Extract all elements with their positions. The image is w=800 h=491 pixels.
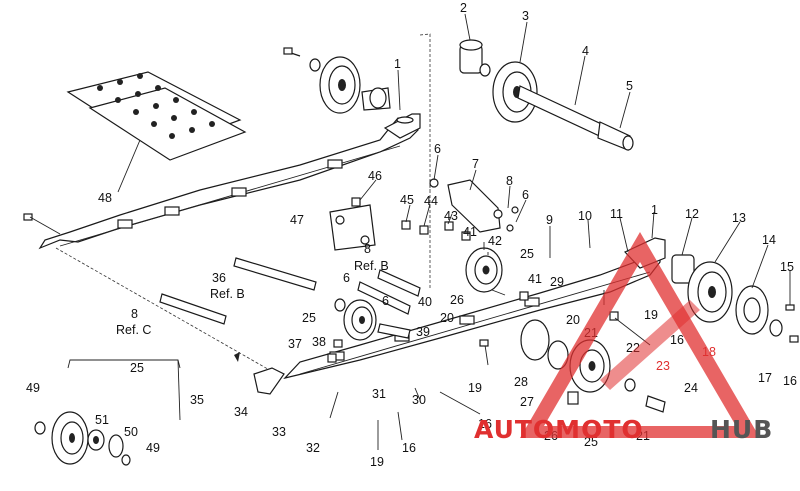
callout-8b: 8 <box>364 242 371 256</box>
rear-idler-wheel-left <box>283 47 391 114</box>
callout-9: 9 <box>546 213 553 227</box>
callout-11: 11 <box>610 207 623 221</box>
callout-41a: 41 <box>463 225 477 239</box>
left-slide-rail <box>38 113 421 250</box>
callout-25d: 25 <box>130 361 144 375</box>
callout-19a: 19 <box>644 308 658 322</box>
callout-50: 50 <box>124 425 138 439</box>
callout-43: 43 <box>444 209 458 223</box>
callout-38: 38 <box>312 335 326 349</box>
rear-axle-assembly <box>419 33 634 190</box>
callout-7: 7 <box>472 157 479 171</box>
callout-45: 45 <box>400 193 414 207</box>
callout-49a: 49 <box>26 381 40 395</box>
callout-1b: 1 <box>651 203 658 217</box>
callout-42: 42 <box>488 234 502 248</box>
callout-5: 5 <box>626 79 633 93</box>
callout-20a: 20 <box>440 311 454 325</box>
callout-44: 44 <box>424 194 438 208</box>
callout-24: 24 <box>684 381 698 395</box>
callout-49b: 49 <box>146 441 160 455</box>
ref-b-label-center: Ref. B <box>354 259 389 273</box>
callout-6a: 6 <box>434 142 441 156</box>
callout-25a: 25 <box>520 247 534 261</box>
callout-16a: 16 <box>670 333 684 347</box>
callout-13: 13 <box>732 211 746 225</box>
suspension-pivot-arms <box>329 178 519 251</box>
mid-idler-wheel <box>465 247 529 301</box>
callout-19c: 19 <box>370 455 384 469</box>
callout-labels: 1 1 2 3 4 5 6 6 6 6 7 8 8 8 9 10 11 12 1… <box>26 1 797 469</box>
callout-48: 48 <box>98 191 112 205</box>
wheel-kit-25-exploded <box>34 359 181 466</box>
callout-27: 27 <box>520 395 534 409</box>
callout-6b: 6 <box>522 188 529 202</box>
callout-47: 47 <box>290 213 304 227</box>
ref-c-label: Ref. C <box>116 323 151 337</box>
hyfax-wear-strip-48 <box>66 71 247 193</box>
callout-25c: 25 <box>584 435 598 449</box>
watermark-triangle-icon <box>520 232 760 438</box>
lower-idler-wheel-left <box>334 298 411 341</box>
callout-3: 3 <box>522 9 529 23</box>
callout-10: 10 <box>578 209 592 223</box>
callout-17: 17 <box>758 371 772 385</box>
callout-12: 12 <box>685 207 699 221</box>
front-idler-wheels <box>671 254 799 343</box>
callout-16b: 16 <box>783 374 797 388</box>
callout-29: 29 <box>550 275 564 289</box>
callout-2: 2 <box>460 1 467 15</box>
callout-36: 36 <box>212 271 226 285</box>
callout-1a: 1 <box>394 57 401 71</box>
leader-lines <box>359 13 791 305</box>
watermark-text-automoto: AUTOMOTO <box>474 415 644 444</box>
callout-31: 31 <box>372 387 386 401</box>
callout-19b: 19 <box>468 381 482 395</box>
callout-16d: 16 <box>402 441 416 455</box>
callout-8c: 8 <box>131 307 138 321</box>
callout-37: 37 <box>288 337 302 351</box>
callout-35: 35 <box>190 393 204 407</box>
cross-shafts <box>55 180 431 377</box>
callout-6d: 6 <box>382 294 389 308</box>
callout-40: 40 <box>418 295 432 309</box>
callout-33: 33 <box>272 425 286 439</box>
callout-30: 30 <box>412 393 426 407</box>
callout-26a: 26 <box>450 293 464 307</box>
watermark-logo: AUTOMOTO HUB <box>474 232 773 444</box>
callout-34: 34 <box>234 405 248 419</box>
callout-20b: 20 <box>566 313 580 327</box>
callout-25b: 25 <box>302 311 316 325</box>
callout-6c: 6 <box>343 271 350 285</box>
watermark-text-hub: HUB <box>710 415 773 444</box>
callout-39: 39 <box>416 325 430 339</box>
small-hardware-parts <box>23 213 489 450</box>
callout-4: 4 <box>582 44 589 58</box>
callout-23: 23 <box>656 359 670 373</box>
callout-14: 14 <box>762 233 776 247</box>
callout-15: 15 <box>780 260 794 274</box>
callout-41b: 41 <box>528 272 542 286</box>
ref-b-label-left: Ref. B <box>210 287 245 301</box>
callout-32: 32 <box>306 441 320 455</box>
callout-28: 28 <box>514 375 528 389</box>
callout-8a: 8 <box>506 174 513 188</box>
callout-46: 46 <box>368 169 382 183</box>
callout-51: 51 <box>95 413 109 427</box>
callout-16c: 16 <box>478 417 492 431</box>
